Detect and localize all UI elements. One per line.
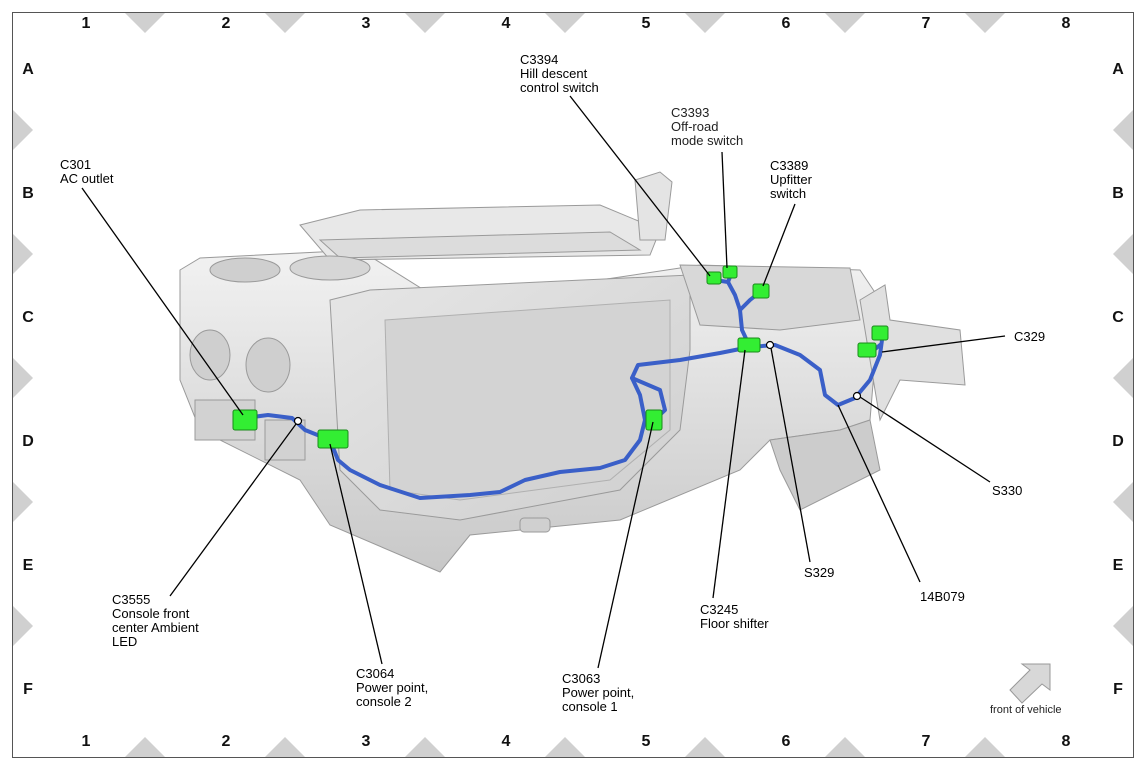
- grid-row-c-right: C: [1112, 309, 1124, 326]
- connector-c3064: [317, 429, 349, 449]
- grid-col-2-bottom: 2: [221, 733, 231, 750]
- grid-col-4-bottom: 4: [501, 733, 511, 750]
- grid-col-6-top: 6: [781, 15, 791, 32]
- leader-lines: [81, 95, 1006, 669]
- center-console: [179, 171, 966, 573]
- connector-c301: [232, 409, 258, 431]
- grid-row-c-left: C: [22, 309, 34, 326]
- callout-14b079: 14B079: [920, 589, 965, 604]
- grid-row-a-left: A: [22, 61, 34, 78]
- callout-s329: S329: [804, 565, 835, 580]
- grid-col-2-top: 2: [221, 15, 231, 32]
- grid-col-3-top: 3: [361, 15, 371, 32]
- front-arrow-icon: [1009, 663, 1051, 704]
- grid-col-8-top: 8: [1061, 15, 1071, 32]
- connector-c329a: [871, 325, 889, 341]
- grid-col-1-bottom: 1: [81, 733, 91, 750]
- connector-c3394: [706, 271, 722, 285]
- grid-row-d-left: D: [22, 433, 34, 450]
- grid-col-5-top: 5: [641, 15, 651, 32]
- grid-col-5-bottom: 5: [641, 733, 651, 750]
- splice-s330: [852, 391, 862, 401]
- grid-row-f-left: F: [23, 681, 33, 698]
- grid-col-8-bottom: 8: [1061, 733, 1071, 750]
- callout-c3245: C3245 Floor shifter: [700, 602, 769, 631]
- grid-col-7-bottom: 7: [921, 733, 931, 750]
- callout-c3064: C3064 Power point, console 2: [356, 666, 429, 709]
- grid-row-a-right: A: [1112, 61, 1124, 78]
- grid-col-7-top: 7: [921, 15, 931, 32]
- grid-col-6-bottom: 6: [781, 733, 791, 750]
- connectors: [232, 265, 889, 449]
- connector-c3063: [645, 409, 663, 431]
- grid-row-b-right: B: [1112, 185, 1124, 202]
- connector-c329b: [857, 342, 877, 358]
- grid-col-3-bottom: 3: [361, 733, 371, 750]
- callout-c3063: C3063 Power point, console 1: [562, 671, 635, 714]
- grid-row-b-left: B: [22, 185, 34, 202]
- grid-col-1-top: 1: [81, 15, 91, 32]
- callout-c301: C301 AC outlet: [60, 157, 114, 186]
- grid-markers: [13, 13, 1133, 757]
- connector-c3389: [752, 283, 770, 299]
- callout-c3393: C3393 Off-road mode switch: [671, 105, 744, 148]
- diagram-frame: [12, 12, 1134, 758]
- connector-c3245: [737, 337, 761, 353]
- splices: [293, 340, 862, 426]
- callout-c329: C329: [1014, 329, 1046, 344]
- callout-s330: S330: [992, 483, 1023, 498]
- grid-row-d-right: D: [1112, 433, 1124, 450]
- splice-c3555: [293, 416, 303, 426]
- front-of-vehicle-label: front of vehicle: [990, 704, 1062, 716]
- callout-c3389: C3389 Upfitter switch: [770, 158, 812, 201]
- callout-c3555: C3555 Console front center Ambient LED: [112, 592, 199, 649]
- grid-row-f-right: F: [1113, 681, 1123, 698]
- connector-c3393: [722, 265, 738, 279]
- callout-c3394: C3394 Hill descent control switch: [520, 52, 599, 95]
- grid-row-e-left: E: [22, 557, 34, 574]
- grid-col-4-top: 4: [501, 15, 511, 32]
- grid-row-e-right: E: [1112, 557, 1124, 574]
- splice-s329: [765, 340, 775, 350]
